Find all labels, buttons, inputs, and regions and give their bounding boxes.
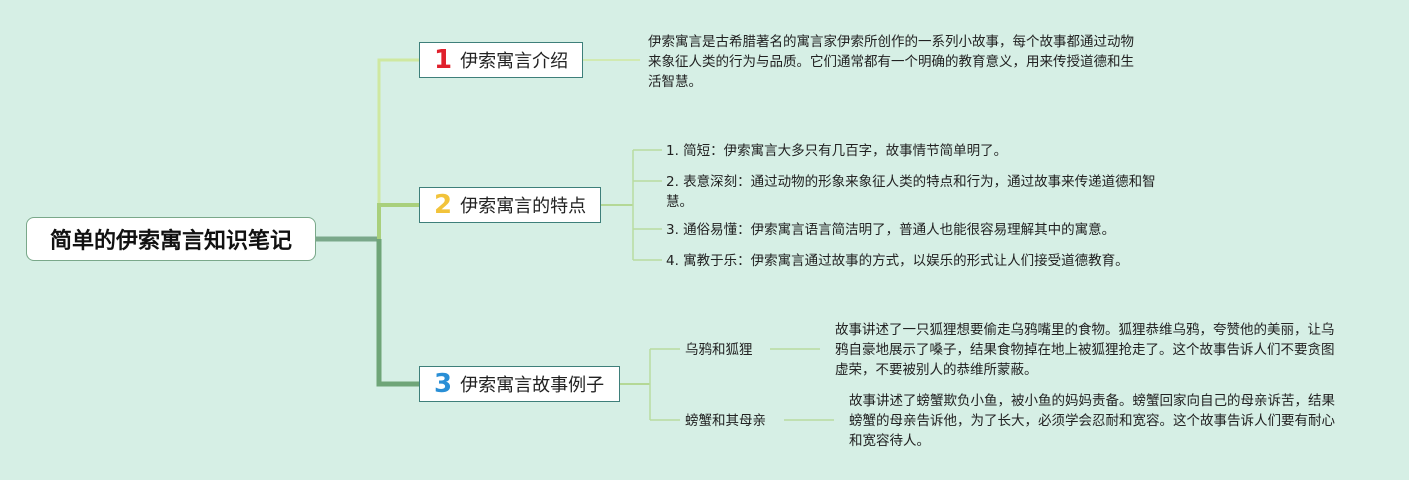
root-title: 简单的伊索寓言知识笔记	[49, 229, 292, 254]
topic-label-2: 伊索寓言的特点	[460, 196, 587, 217]
branch-line-2	[377, 203, 419, 239]
branch-line-3	[376, 239, 419, 387]
topic-label-3: 伊索寓言故事例子	[460, 375, 605, 396]
root-node[interactable]: 简单的伊索寓言知识笔记	[26, 217, 316, 261]
example-title-2[interactable]: 螃蟹和其母亲	[685, 413, 766, 429]
topic-number-1: 1	[434, 45, 453, 75]
intro-description: 伊索寓言是古希腊著名的寓言家伊索所创作的一系列小故事，每个故事都通过动物来象征人…	[648, 34, 1134, 90]
topic-examples[interactable]: 3 伊索寓言故事例子	[419, 366, 620, 402]
topic-number-2: 2	[434, 190, 453, 220]
example-text-2: 故事讲述了螃蟹欺负小鱼，被小鱼的妈妈责备。螃蟹回家向自己的母亲诉苦，结果螃蟹的母…	[849, 393, 1335, 449]
example-text-1: 故事讲述了一只狐狸想要偷走乌鸦嘴里的食物。狐狸恭维乌鸦，夸赞他的美丽，让乌鸦自豪…	[835, 322, 1335, 378]
feature-item-4: 4. 寓教于乐：伊索寓言通过故事的方式，以娱乐的形式让人们接受道德教育。	[666, 253, 1129, 269]
branch-line-1	[377, 58, 419, 239]
feature-item-2: 2. 表意深刻：通过动物的形象来象征人类的特点和行为，通过故事来传递道德和智慧。	[666, 174, 1156, 210]
topic-features[interactable]: 2 伊索寓言的特点	[419, 187, 601, 223]
feature-item-1: 1. 简短：伊索寓言大多只有几百字，故事情节简单明了。	[666, 143, 1008, 159]
feature-item-3: 3. 通俗易懂：伊索寓言语言简洁明了，普通人也能很容易理解其中的寓意。	[666, 222, 1116, 238]
topic-label-1: 伊索寓言介绍	[460, 51, 569, 72]
topic-intro[interactable]: 1 伊索寓言介绍	[419, 42, 583, 78]
example-title-1[interactable]: 乌鸦和狐狸	[685, 342, 753, 358]
topic-number-3: 3	[434, 369, 453, 399]
